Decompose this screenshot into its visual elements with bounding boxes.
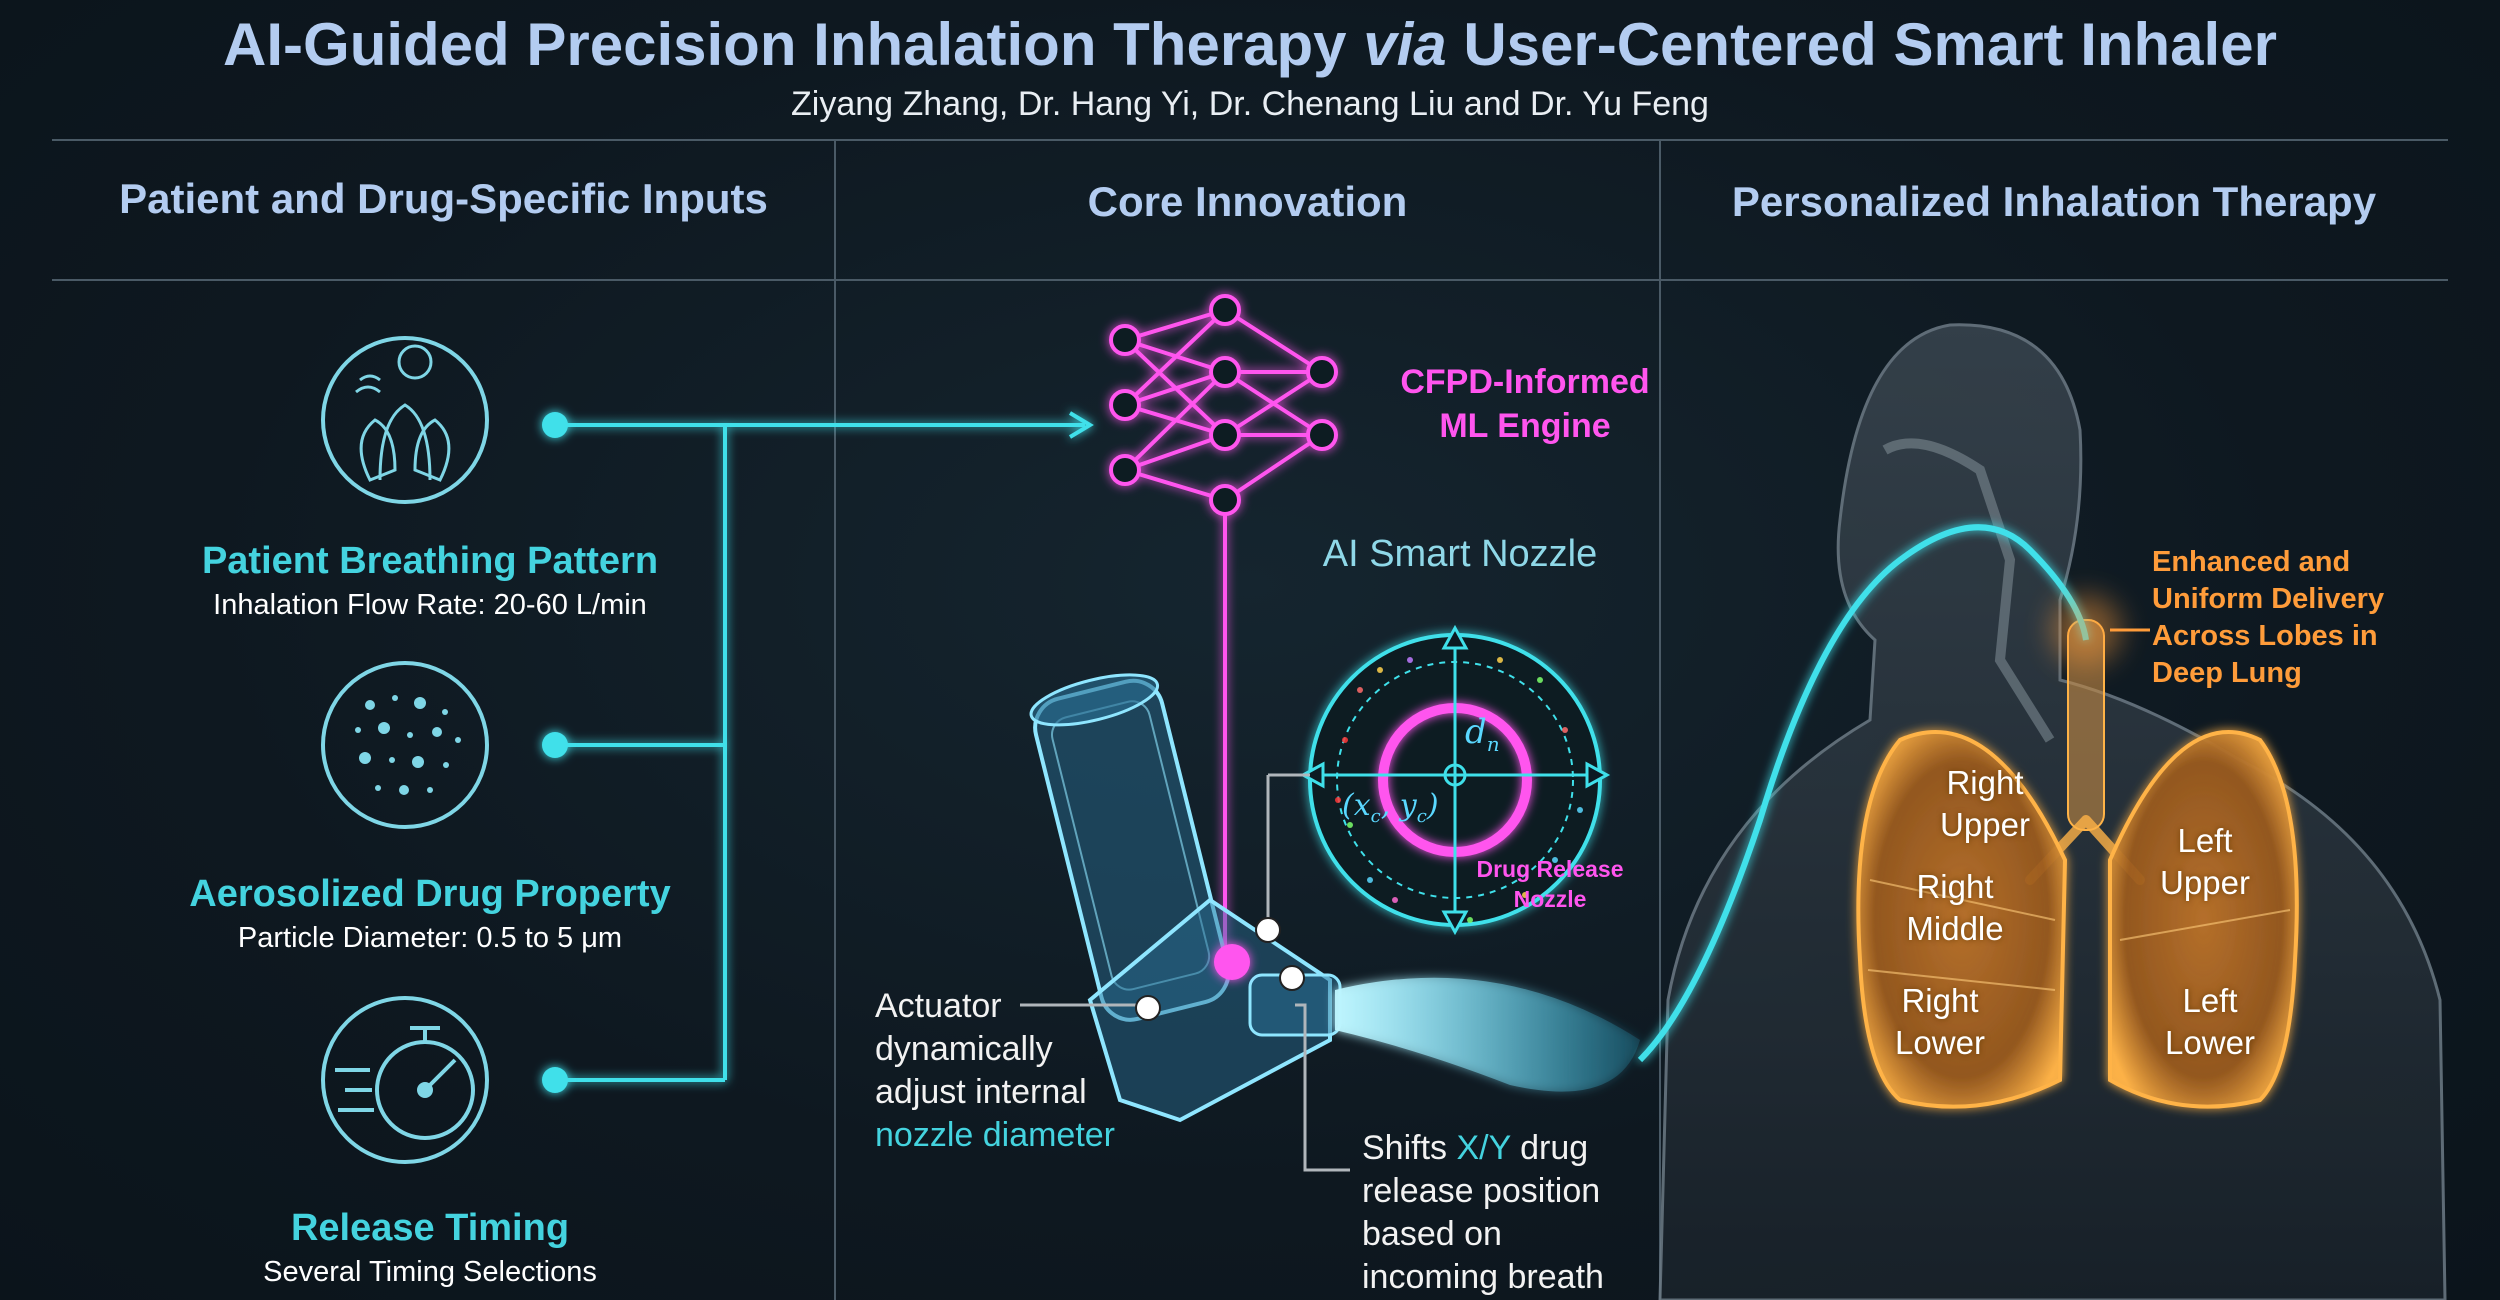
section-title-therapy: Personalized Inhalation Therapy	[1731, 178, 2377, 225]
page-title: AI-Guided Precision Inhalation Therapy v…	[223, 11, 2277, 78]
callout-points	[1135, 917, 1305, 1021]
input-title: Aerosolized Drug Property	[189, 873, 671, 915]
input-detail: Inhalation Flow Rate: 20-60 L/min	[213, 589, 647, 621]
section-title-core: Core Innovation	[1087, 178, 1408, 225]
nozzle-position-symbol: (xc, yc)	[1342, 788, 1439, 827]
right-lung	[1856, 730, 2068, 1109]
nozzle-diagram	[1299, 624, 1611, 936]
airflow-path	[1637, 524, 2089, 1063]
nozzle-diameter-highlight: nozzle diameter	[875, 1116, 1116, 1154]
nozzle-spray-dots	[1335, 657, 1583, 923]
lungs	[1856, 730, 2299, 1109]
input-breathing-pattern: Patient Breathing Pattern Inhalation Flo…	[130, 540, 730, 622]
lungs-breathing-icon	[321, 336, 489, 504]
section-title-inputs: Patient and Drug-Specific Inputs	[119, 175, 768, 222]
drug-release-nozzle-label: Drug Release Nozzle	[1476, 856, 1624, 912]
lungs-breathing-icon-detail	[355, 344, 451, 482]
xy-highlight: X/Y	[1456, 1129, 1511, 1167]
particles-icon	[321, 661, 489, 829]
stopwatch-icon	[321, 996, 489, 1164]
input-title: Patient Breathing Pattern	[201, 540, 659, 582]
input-title: Release Timing	[290, 1207, 570, 1249]
frame-lines	[52, 139, 2448, 1300]
callout-lines	[1020, 773, 1350, 1172]
input-icon-circles	[321, 336, 489, 1164]
input-connectors	[555, 411, 1094, 1082]
nozzle-diameter-symbol: dn	[1465, 712, 1500, 756]
author-list: Ziyang Zhang, Dr. Hang Yi, Dr. Chenang L…	[791, 85, 1709, 123]
actuator-note: Actuator dynamically adjust internal noz…	[875, 985, 1175, 1157]
input-release-timing: Release Timing Several Timing Selections	[130, 1207, 730, 1289]
shift-position-note: Shifts X/Y drug release position based o…	[1362, 1129, 1604, 1296]
ml-engine-line1: CFPD-Informed	[1400, 363, 1650, 401]
ml-engine-label: CFPD-Informed ML Engine	[1375, 360, 1675, 448]
left-lung	[2108, 730, 2299, 1109]
delivery-note: Enhanced and Uniform Delivery Across Lob…	[2152, 546, 2385, 689]
input-drug-property: Aerosolized Drug Property Particle Diame…	[130, 873, 730, 955]
ml-engine-line2: ML Engine	[1439, 407, 1611, 445]
aerosol-spray	[1335, 977, 1640, 1092]
neural-network-icon	[1109, 294, 1338, 950]
inhaler-device	[1029, 673, 1342, 1123]
input-detail: Particle Diameter: 0.5 to 5 μm	[237, 922, 623, 954]
smart-nozzle-label: AI Smart Nozzle	[1322, 533, 1598, 575]
input-detail: Several Timing Selections	[263, 1256, 597, 1288]
stopwatch-icon-detail	[335, 1026, 475, 1140]
connector-nodes	[542, 412, 568, 1093]
particles-icon-dots	[355, 695, 461, 795]
delivery-glow	[2051, 595, 2121, 665]
